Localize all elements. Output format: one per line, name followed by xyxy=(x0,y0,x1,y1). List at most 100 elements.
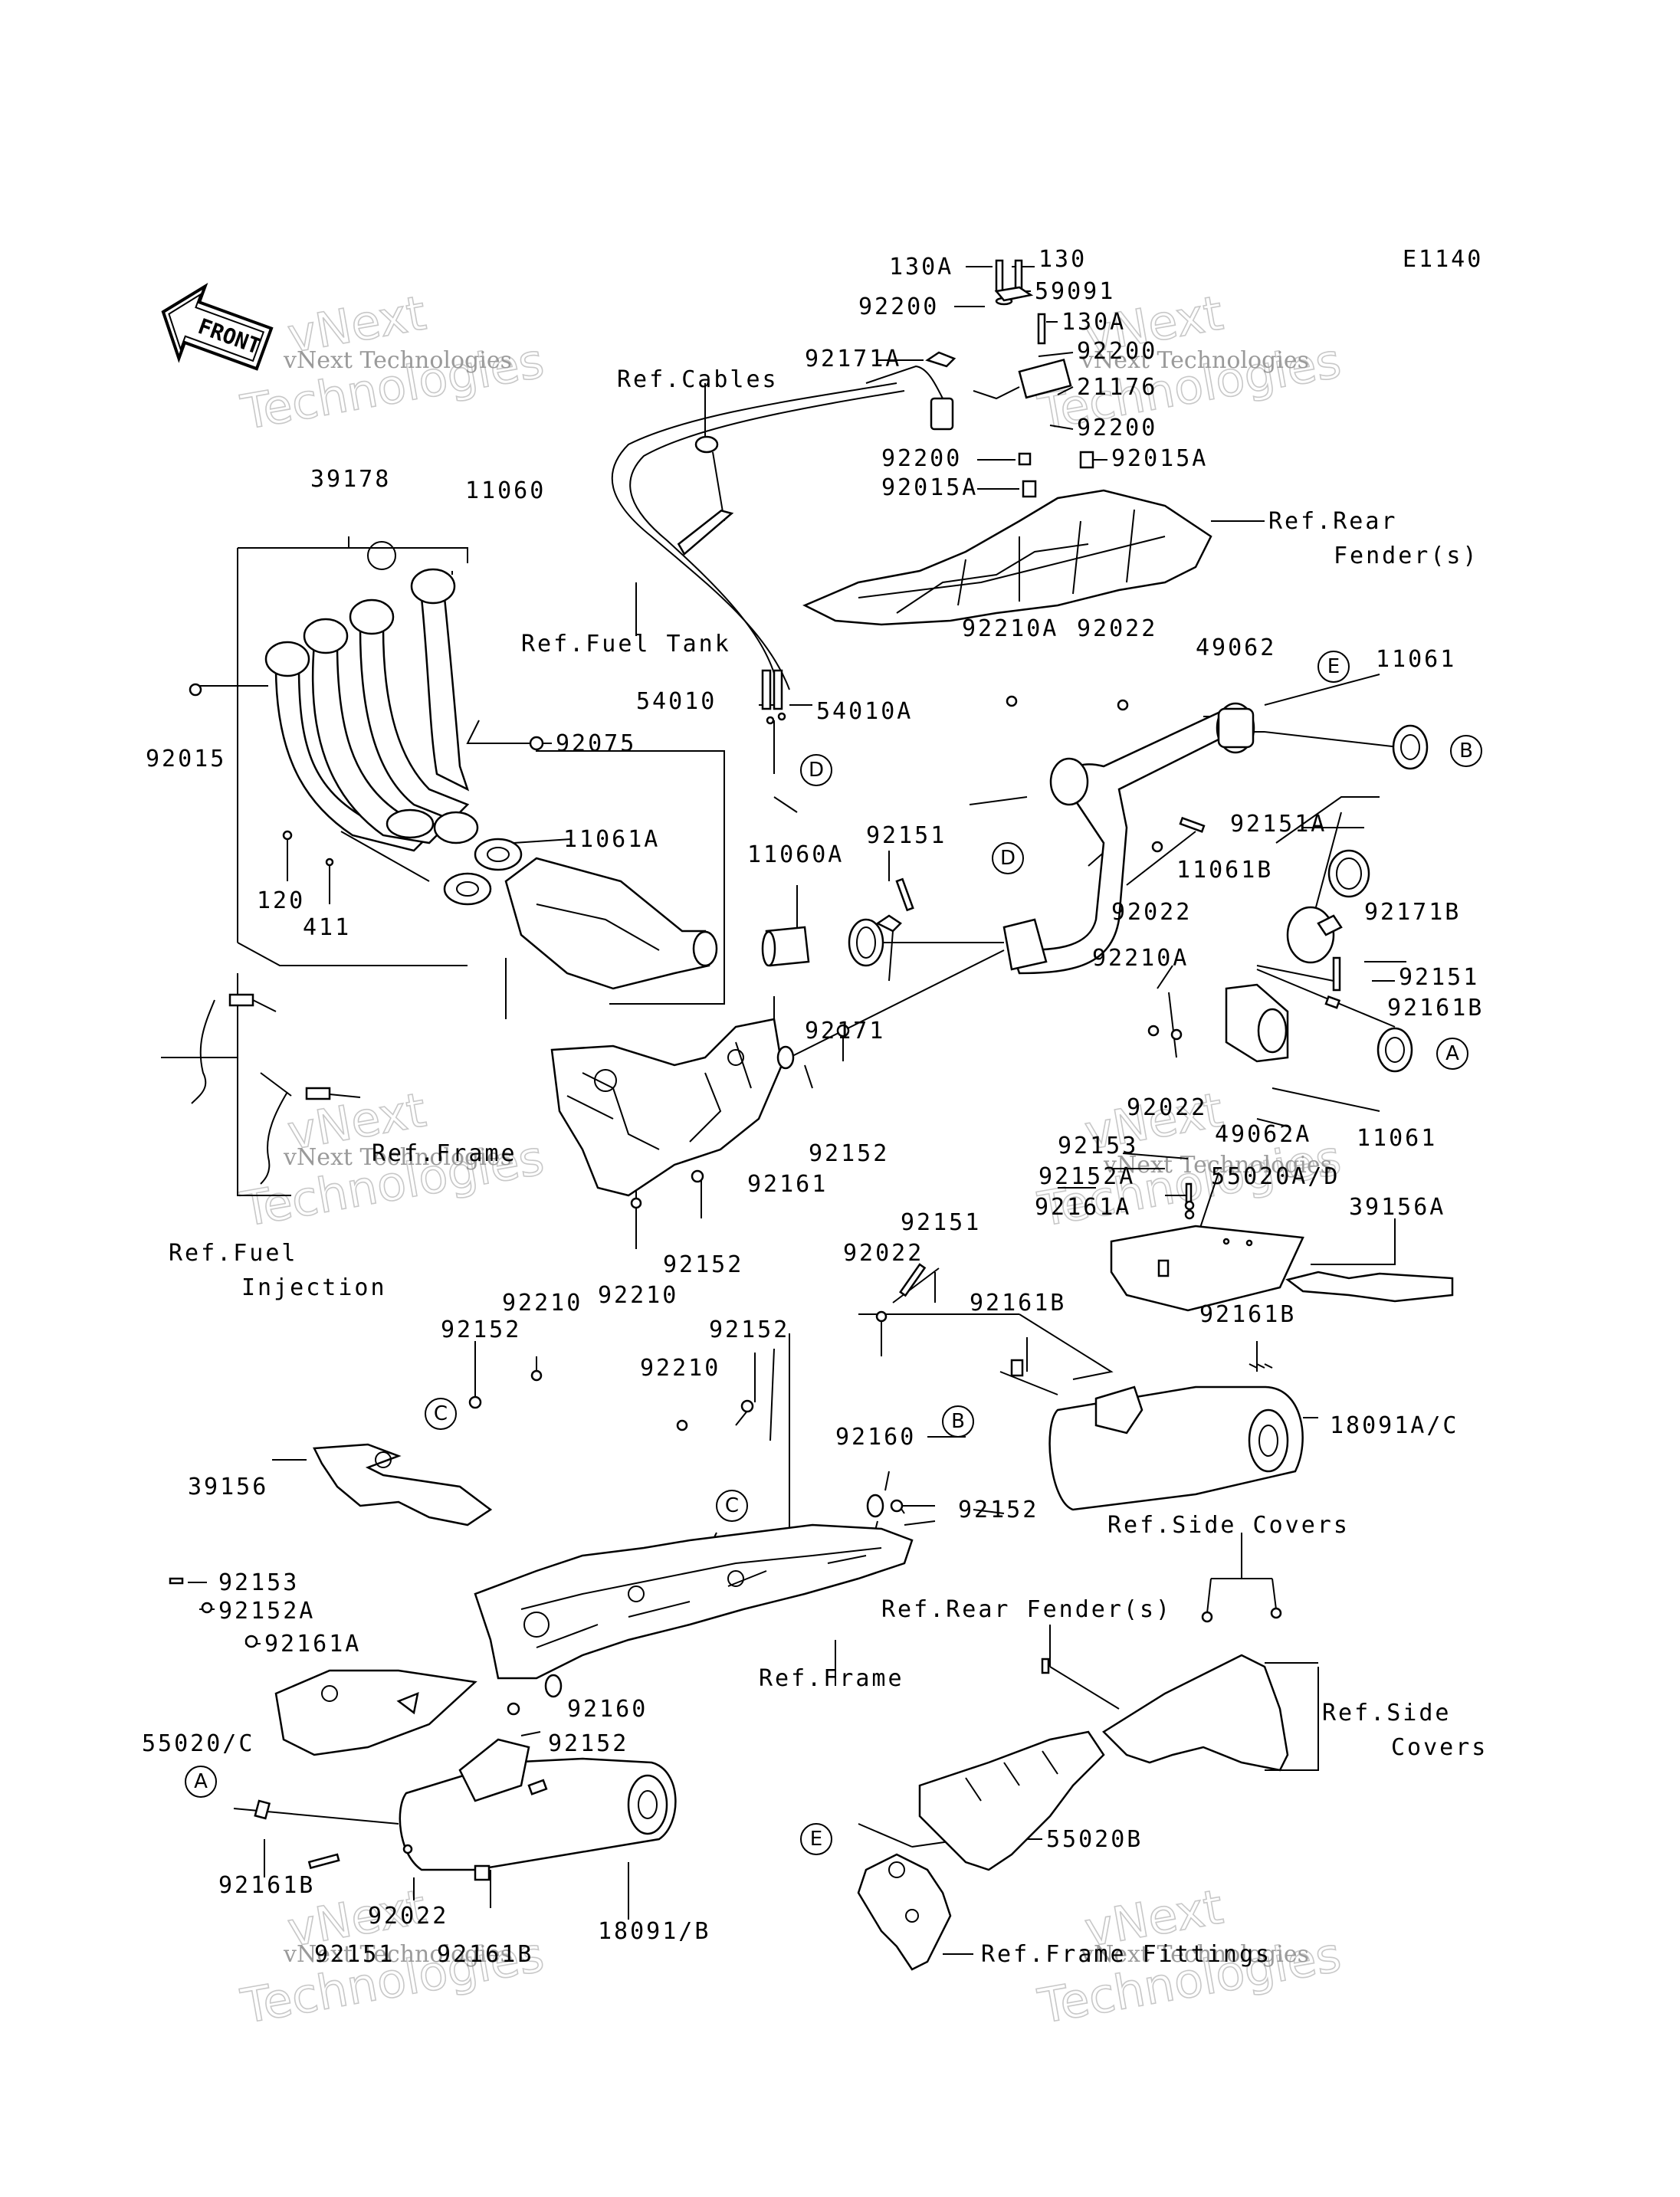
header-pipe-4 xyxy=(420,596,470,792)
label-ref-frame: Ref.Frame xyxy=(372,1140,517,1167)
label-92022: 92022 xyxy=(368,1903,448,1930)
muffler-left-outlet xyxy=(627,1774,668,1835)
svg-text:B: B xyxy=(951,1410,965,1433)
muffler-bracket xyxy=(1094,1385,1144,1435)
washer-92152-d xyxy=(740,1399,754,1413)
label-39156: 39156 xyxy=(188,1474,268,1500)
mid-pipe-assembly xyxy=(1002,695,1429,1073)
bolt-130A-mid xyxy=(1037,313,1046,345)
collar-92015A-left xyxy=(1022,480,1037,498)
label-49062: 49062 xyxy=(1196,635,1276,661)
rear-fender-bolt xyxy=(1041,1658,1050,1674)
callout-A-right: A xyxy=(1436,1038,1468,1070)
label-92151: 92151 xyxy=(901,1209,981,1236)
label-ref-side-covers: Ref.Side Covers xyxy=(1107,1512,1350,1539)
label-92161: 92161 xyxy=(747,1171,828,1198)
cables xyxy=(611,382,905,725)
nut-92210-c xyxy=(676,1419,688,1431)
label-92210A: 92210A xyxy=(1092,945,1189,972)
grommet-92160-a xyxy=(866,1494,884,1518)
frame-fittings xyxy=(857,1853,952,1971)
washer-92022-c xyxy=(875,1310,888,1323)
label-55020A-D: 55020A/D xyxy=(1211,1163,1340,1190)
label-ref-rear-fender: Fender(s) xyxy=(1334,543,1479,569)
rear-fender-frame xyxy=(802,489,1212,626)
label-92210: 92210 xyxy=(502,1290,582,1317)
figure-code: E1140 xyxy=(1403,246,1483,273)
label-92210: 92210 xyxy=(598,1282,678,1309)
label-ref-fuel-injection: Injection xyxy=(241,1274,387,1301)
svg-text:D: D xyxy=(809,759,824,782)
frame-lower-assembly xyxy=(313,1369,914,1716)
label-55020-C: 55020/C xyxy=(142,1730,254,1757)
side-covers xyxy=(857,1607,1289,1971)
label-92152A: 92152A xyxy=(1039,1163,1135,1190)
bracket-59091 xyxy=(994,286,1034,302)
side-cover-screw-2 xyxy=(1270,1607,1282,1619)
label-92200: 92200 xyxy=(1077,338,1157,365)
side-cover-upper xyxy=(1102,1654,1289,1772)
label-92151: 92151 xyxy=(314,1941,395,1968)
label-39178: 39178 xyxy=(310,466,391,493)
grommet-92161A-a xyxy=(1184,1209,1195,1220)
label-92171: 92171 xyxy=(805,1018,885,1044)
insulator-39156A xyxy=(1285,1271,1454,1303)
washer-92152-f xyxy=(507,1702,520,1716)
label-92152A: 92152A xyxy=(218,1598,315,1625)
cable-end-54010A xyxy=(773,669,783,710)
nut-92210-a xyxy=(630,1197,642,1209)
label-92161B: 92161B xyxy=(1387,995,1484,1021)
label-92200: 92200 xyxy=(881,445,962,472)
bolt-92151-e xyxy=(307,1853,340,1870)
bolt-92151-right xyxy=(1332,956,1341,992)
label-92171A: 92171A xyxy=(805,346,901,372)
label-ref-fuel-injection: Ref.Fuel xyxy=(169,1240,298,1267)
label-92210: 92210 xyxy=(640,1355,720,1382)
svg-text:A: A xyxy=(194,1770,208,1793)
washer-411 xyxy=(325,857,334,867)
sensor-21176 xyxy=(1018,358,1072,399)
label-18091-B: 18091/B xyxy=(598,1918,710,1945)
grommet-92161B-d xyxy=(1249,1363,1273,1369)
label-ref-rear-fender: Ref.Rear Fender(s) xyxy=(881,1596,1172,1623)
part-labels: 130A 130 92200 59091 130A 92171A 92200 2… xyxy=(142,246,1485,1968)
svg-text:B: B xyxy=(1459,739,1473,762)
svg-text:C: C xyxy=(725,1494,739,1517)
cable-end-54010 xyxy=(761,669,772,710)
label-ref-side-covers: Ref.Side xyxy=(1322,1700,1452,1726)
label-92022: 92022 xyxy=(1127,1094,1207,1121)
side-cover-screw-1 xyxy=(1201,1611,1213,1623)
label-92015A: 92015A xyxy=(881,474,978,501)
pre-chamber xyxy=(504,857,710,990)
fuel-tank-bracket xyxy=(677,509,734,556)
bolt-130A-top xyxy=(995,259,1004,293)
mid-pipe xyxy=(1010,711,1228,975)
label-92152: 92152 xyxy=(958,1497,1039,1523)
gasket-11061B xyxy=(1327,849,1370,898)
label-92161B: 92161B xyxy=(1199,1301,1296,1328)
label-92161B: 92161B xyxy=(437,1941,533,1968)
front-arrow-icon: FRONT xyxy=(161,283,274,371)
label-92161B: 92161B xyxy=(218,1872,315,1899)
nut-92210A-top xyxy=(1006,695,1018,707)
bolt-92153-b xyxy=(169,1577,184,1585)
label-92161B: 92161B xyxy=(970,1290,1066,1317)
heat-guard-right xyxy=(1110,1182,1454,1312)
o2-sensor-1 xyxy=(228,993,254,1007)
cover-55020A-D xyxy=(1110,1225,1304,1312)
grommet-92161A-b xyxy=(244,1635,258,1648)
watermark-text: vNext Technologies xyxy=(1080,1941,1309,1968)
washer-92152-e xyxy=(890,1499,904,1513)
label-92210A: 92210A xyxy=(962,615,1058,642)
o2-sensor-2 xyxy=(305,1087,331,1100)
label-54010A: 54010A xyxy=(816,698,913,725)
label-92171B: 92171B xyxy=(1364,899,1461,926)
grommet-92161B-f xyxy=(474,1864,491,1881)
collector-flange-2 xyxy=(433,811,479,844)
grommet-92161B xyxy=(1324,995,1341,1009)
label-92151: 92151 xyxy=(866,822,947,849)
callout-B-mid: B xyxy=(942,1405,974,1438)
washer-92152-a xyxy=(836,1024,850,1038)
watermark-text: vNext Technologies xyxy=(283,1144,512,1171)
